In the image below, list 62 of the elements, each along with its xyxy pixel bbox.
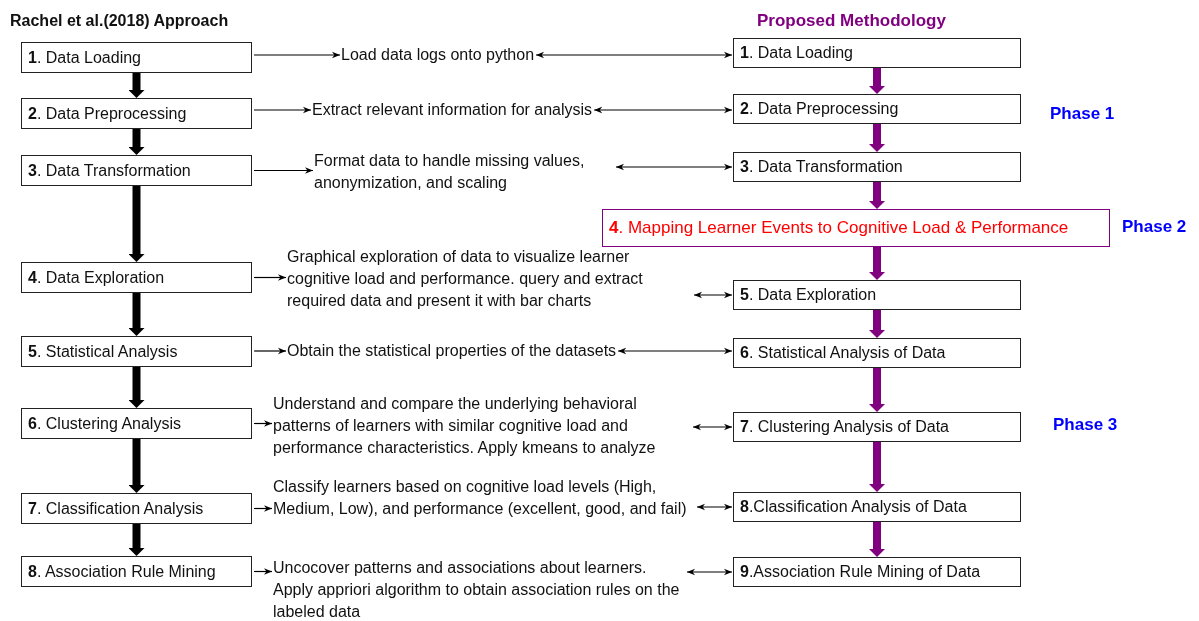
connector-arrow (617, 347, 733, 355)
connector-arrow (253, 274, 287, 281)
connector-arrow (693, 291, 733, 299)
connector-arrow (253, 51, 341, 59)
step-label: 1. Data Loading (740, 44, 853, 62)
description-text: Classify learners based on cognitive load levels (High, Medium, Low), and performance (excellent, good, and fail) (273, 476, 695, 520)
connector-arrow (696, 503, 733, 511)
connector-arrow (253, 106, 312, 114)
description-text: Load data logs onto python (341, 44, 535, 66)
connector-arrow (593, 106, 733, 114)
process-box (21, 155, 252, 186)
step-label: 6. Statistical Analysis of Data (740, 344, 946, 362)
step-label: 8. Association Rule Mining (28, 562, 216, 581)
process-box (733, 94, 1021, 124)
connector-arrow (253, 505, 273, 512)
process-box (733, 338, 1021, 368)
step-label: 8.Classification Analysis of Data (740, 498, 967, 516)
connector-arrow (686, 568, 733, 576)
process-box (733, 557, 1021, 587)
description-text: Format data to handle missing values, anonymization, and scaling (314, 150, 614, 194)
phase-label: Phase 2 (1122, 217, 1187, 237)
connector-arrow (692, 423, 733, 431)
connector-arrow (253, 347, 287, 355)
description-text: Obtain the statistical properties of the datasets (287, 340, 617, 362)
connector-arrow (253, 167, 314, 174)
step-label: 7. Clustering Analysis of Data (740, 418, 949, 436)
process-box (21, 42, 252, 73)
connector-arrow (253, 568, 273, 575)
process-box (733, 38, 1021, 68)
process-box (733, 152, 1021, 182)
step-label: 2. Data Preprocessing (28, 104, 187, 123)
process-box (21, 336, 252, 367)
column-heading: Proposed Methodology (757, 11, 946, 31)
phase-label: Phase 3 (1053, 415, 1118, 435)
step-label: 9.Association Rule Mining of Data (740, 563, 981, 581)
connector-arrow (535, 51, 733, 59)
step-label: 7. Classification Analysis (28, 499, 204, 518)
process-box (21, 556, 252, 587)
step-label: 5. Statistical Analysis (28, 342, 178, 361)
description-text: Extract relevant information for analysis (312, 99, 593, 121)
connector-arrow (615, 163, 733, 171)
highlighted-process-box (602, 209, 1110, 247)
step-label: 5. Data Exploration (740, 286, 877, 304)
step-label: 4. Data Exploration (28, 268, 165, 287)
process-box (733, 412, 1021, 442)
process-box (21, 98, 252, 129)
step-label: 3. Data Transformation (740, 158, 903, 176)
connector-arrow (253, 420, 273, 427)
process-box (21, 408, 252, 439)
step-label: 6. Clustering Analysis (28, 414, 181, 433)
step-label: 4. Mapping Learner Events to Cognitive Load & Performance (609, 218, 1069, 238)
step-label: 3. Data Transformation (28, 161, 191, 180)
process-box (733, 280, 1021, 310)
description-text: Graphical exploration of data to visualize learner cognitive load and performance. query and extract required data and present it with bar charts (287, 246, 692, 312)
phase-label: Phase 1 (1050, 104, 1115, 124)
process-box (21, 493, 252, 524)
description-text: Understand and compare the underlying behavioral patterns of learners with similar cognitive load and performance characteristics. Apply kmeans to analyze (273, 393, 691, 459)
process-box (733, 492, 1021, 522)
process-box (21, 262, 252, 293)
description-text: Uncocover patterns and associations about learners. Apply appriori algorithm to obtain association rules on the labeled data (273, 557, 685, 621)
step-label: 2. Data Preprocessing (740, 100, 899, 118)
step-label: 1. Data Loading (28, 48, 141, 67)
